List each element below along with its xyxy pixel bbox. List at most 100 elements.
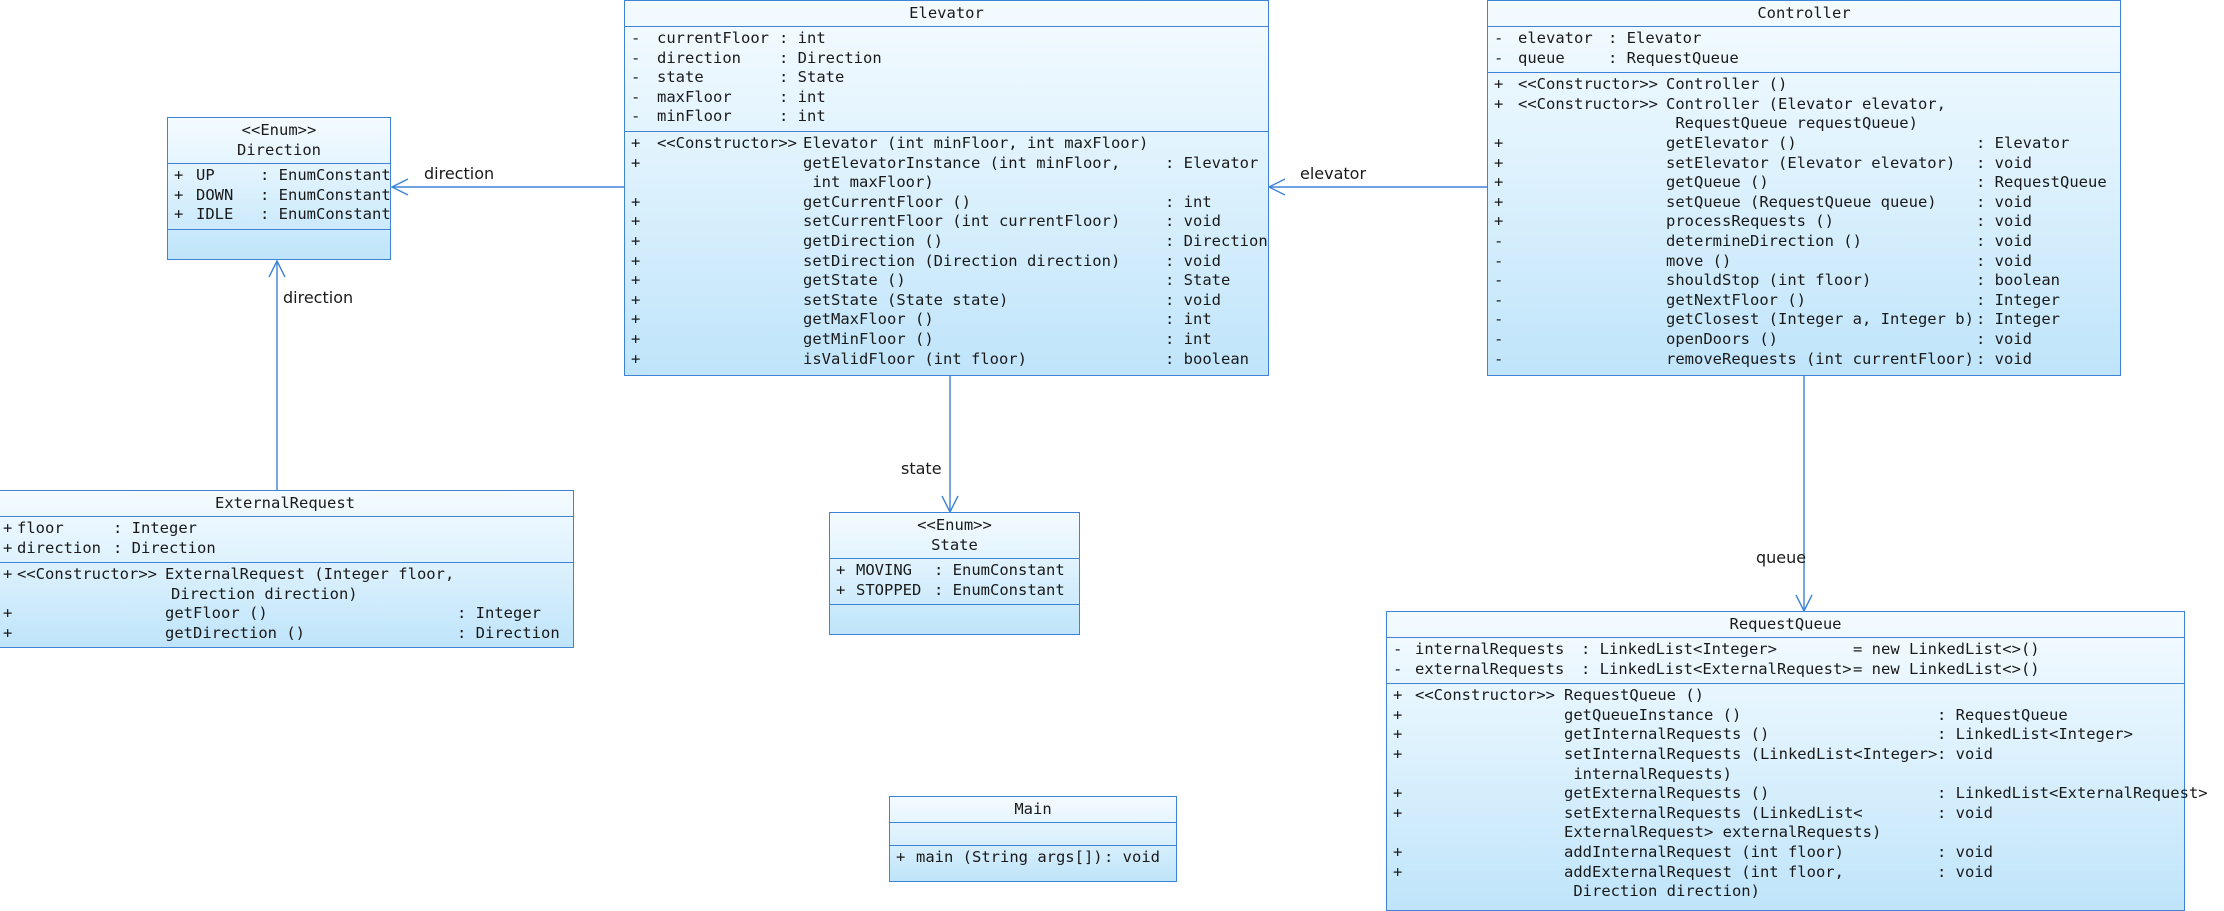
visibility: + [1393,784,1403,803]
operation-row-cont: ExternalRequest> externalRequests) [1387,823,2184,843]
controller-class-box[interactable]: Controller -elevator: Elevator -queue: R… [1487,0,2121,376]
operation-row: +setQueue (RequestQueue queue): void [1488,193,2120,213]
operation-signature: getClosest (Integer a, Integer b) [1666,310,1974,329]
attribute-type: : int [779,107,826,126]
assoc-elevator-direction [390,178,624,196]
assoc-label-elevator-direction: direction [424,164,495,183]
operation-signature: getMinFloor () [803,329,934,348]
attribute-row: +direction: Direction [0,539,573,559]
return-type: : Direction [457,623,560,642]
visibility: + [3,519,13,537]
operation-signature: getState () [803,271,906,290]
attribute-row: -externalRequests: LinkedList<ExternalRe… [1387,660,2184,680]
operations-section: +<<Constructor>>ExternalRequest (Integer… [0,563,573,647]
attribute-type: : Direction [779,48,882,67]
operation-signature: setQueue (RequestQueue queue) [1666,192,1937,211]
operation-signature: getCurrentFloor () [803,192,971,211]
return-type: : void [1937,862,1993,881]
visibility: + [3,623,13,642]
operations-section [168,230,390,256]
operation-row: +<<Constructor>>Controller () [1488,75,2120,95]
operation-row: +setState (State state): void [625,291,1268,311]
attribute-name: STOPPED [856,580,922,599]
return-type: : void [1976,153,2032,172]
elevator-class-box[interactable]: Elevator -currentFloor: int -direction: … [624,0,1269,376]
operation-row: -determineDirection (): void [1488,232,2120,252]
operation-row: +isValidFloor (int floor): boolean [625,350,1268,370]
return-type: : Integer [1976,290,2060,309]
visibility: + [836,561,846,579]
stereotype: <<Constructor>> [1415,686,1555,705]
operation-signature: getElevator () [1666,133,1797,152]
operation-signature: setCurrentFloor (int currentFloor) [803,212,1121,231]
operation-signature-cont: internalRequests) [1564,764,1732,783]
visibility: - [1494,310,1504,329]
attributes-section: +MOVING: EnumConstant +STOPPED: EnumCons… [830,559,1079,606]
state-enum-box[interactable]: <<Enum>> State +MOVING: EnumConstant +ST… [829,512,1080,635]
direction-enum-box[interactable]: <<Enum>> Direction +UP: EnumConstant +DO… [167,117,391,260]
return-type: : void [1165,290,1221,309]
external-request-class-box[interactable]: ExternalRequest +floor: Integer +directi… [0,490,574,648]
operation-signature-cont: ExternalRequest> externalRequests) [1564,823,1882,842]
attribute-name: elevator [1518,29,1593,47]
visibility: + [1494,133,1504,152]
visibility: + [631,133,641,152]
return-type: : void [1937,842,1993,861]
attribute-name: direction [17,538,101,557]
return-type: : LinkedList<ExternalRequest> [1937,784,2208,803]
visibility: + [174,185,184,204]
request-queue-class-box[interactable]: RequestQueue -internalRequests: LinkedLi… [1386,611,2208,911]
visibility: - [1494,290,1504,309]
visibility: + [1494,75,1504,94]
attribute-name: IDLE [196,205,234,224]
attribute-type: : EnumConstant [260,185,391,204]
attributes-section: -internalRequests: LinkedList<Integer>= … [1387,638,2184,685]
operation-row: +<<Constructor>>Elevator (int minFloor, … [625,134,1268,154]
operation-row-cont: RequestQueue requestQueue) [1488,114,2120,134]
stereotype: <<Enum>> [917,516,992,534]
operation-signature: setState (State state) [803,290,1009,309]
visibility: + [174,205,184,224]
visibility: - [631,107,641,126]
assoc-label-controller-queue: queue [1756,548,1807,567]
attribute-row: -internalRequests: LinkedList<Integer>= … [1387,640,2184,660]
attribute-type: : Direction [113,538,216,557]
operation-signature-cont: Direction direction) [171,584,358,603]
visibility: + [631,212,641,231]
operation-signature: shouldStop (int floor) [1666,271,1872,290]
operation-row: +<<Constructor>>RequestQueue () [1387,686,2184,706]
operation-signature: removeRequests (int currentFloor) [1666,349,1974,368]
stereotype: <<Constructor>> [17,565,157,584]
attribute-name: queue [1518,48,1565,67]
attribute-type: : Elevator [1608,29,1702,47]
return-type: : Elevator [1976,133,2070,152]
return-type: : void [1976,192,2032,211]
class-header: Main [890,797,1176,823]
class-header: <<Enum>> State [830,513,1079,559]
attribute-type: : LinkedList<ExternalRequest> [1581,659,1852,678]
visibility: - [1393,640,1403,658]
operation-signature: getDirection () [165,623,305,642]
attributes-section: -elevator: Elevator -queue: RequestQueue [1488,27,2120,74]
class-header: <<Enum>> Direction [168,118,390,164]
operation-signature: getNextFloor () [1666,290,1806,309]
visibility: + [3,565,13,584]
main-class-box[interactable]: Main +main (String args[]): void [889,796,1177,882]
attribute-name: state [657,68,704,87]
operation-signature: addInternalRequest (int floor) [1564,842,1844,861]
operation-signature-cont: RequestQueue requestQueue) [1666,114,1918,133]
operation-signature: setExternalRequests (LinkedList< [1564,803,1863,822]
attribute-row: -queue: RequestQueue [1488,49,2120,69]
attribute-initializer: = new LinkedList<>() [1853,640,2040,658]
attribute-type: : int [779,87,826,106]
return-type: : void [1165,251,1221,270]
attribute-name: currentFloor [657,29,769,47]
operation-signature: processRequests () [1666,212,1834,231]
attributes-section: -currentFloor: int -direction: Direction… [625,27,1268,132]
operation-signature: getQueueInstance () [1564,705,1742,724]
attribute-row: -elevator: Elevator [1488,29,2120,49]
visibility: + [631,310,641,329]
attributes-section: +UP: EnumConstant +DOWN: EnumConstant +I… [168,164,391,230]
attribute-row: -state: State [625,68,1268,88]
visibility: + [1393,686,1403,705]
